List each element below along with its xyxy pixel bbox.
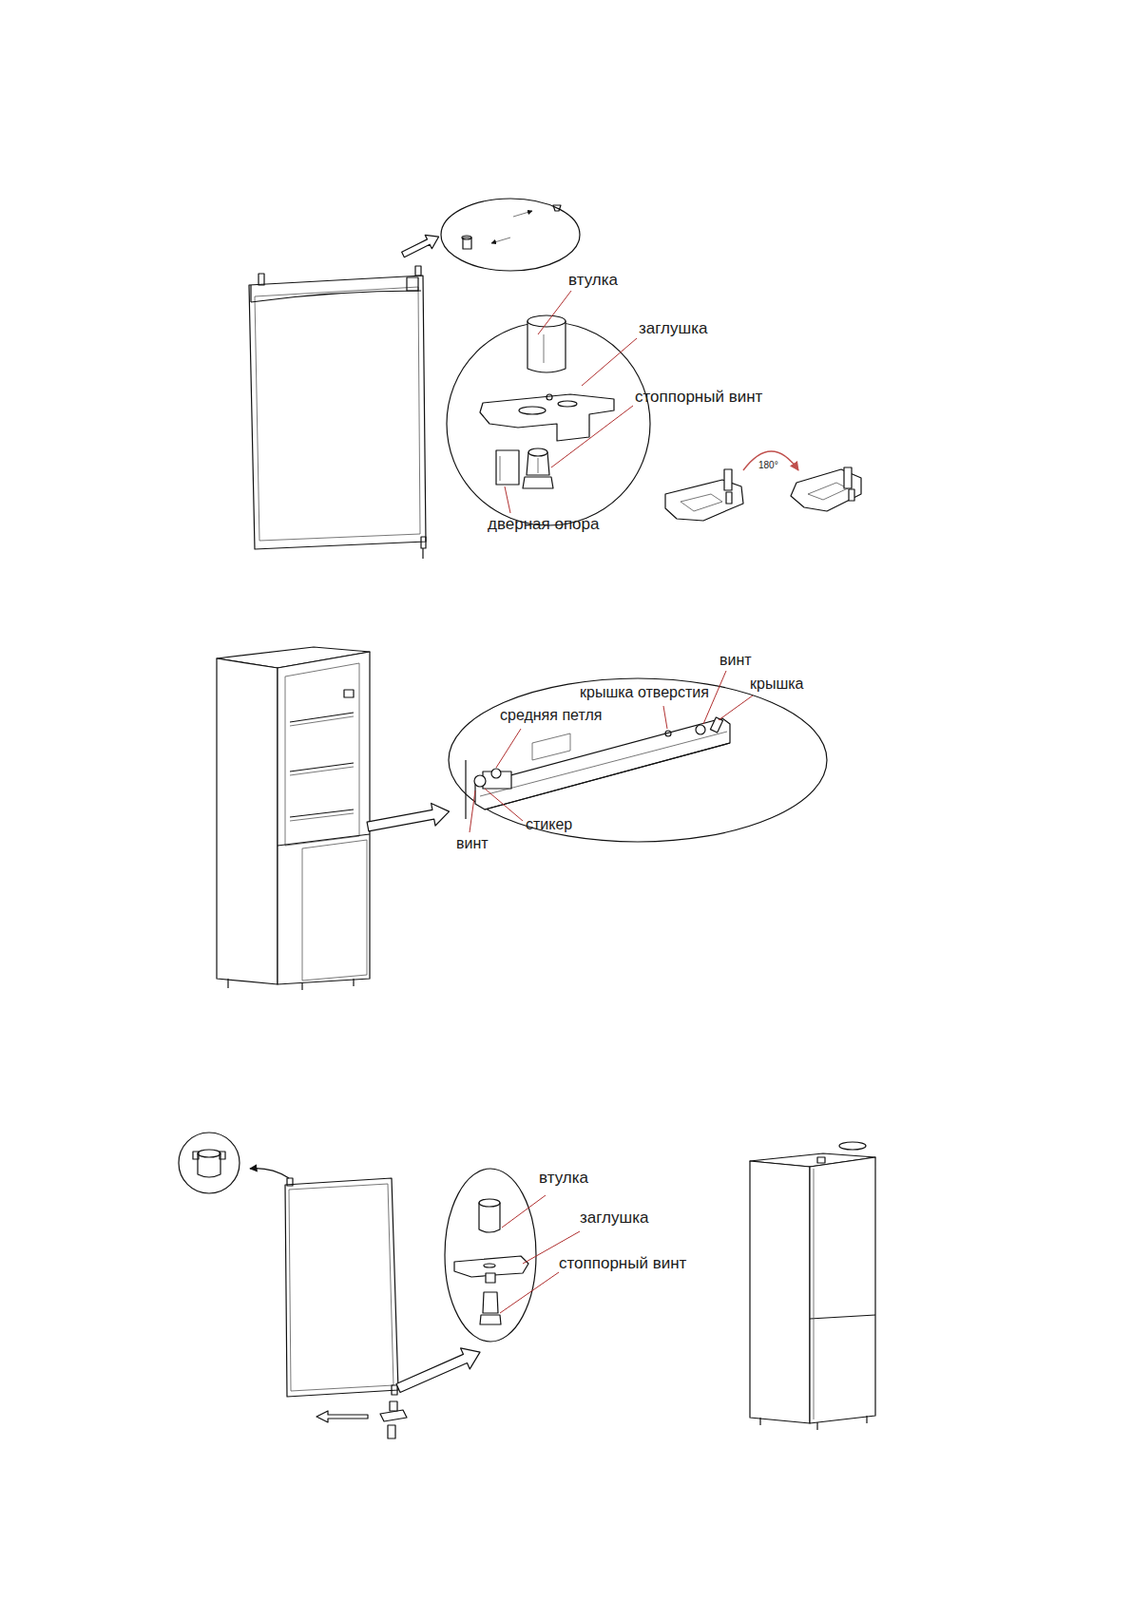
- part-label: винт: [456, 835, 489, 853]
- part-label: стоппорный винт: [634, 388, 763, 407]
- part-label: заглушка: [638, 320, 708, 339]
- detail-ellipse-lower: [444, 1169, 537, 1343]
- part-label: стоппорный винт: [558, 1255, 687, 1274]
- pointer-arrow: [365, 800, 452, 838]
- pointer-arrow: [399, 230, 442, 262]
- fridge-open-figure: [216, 647, 370, 991]
- direction-arrow: [316, 1411, 368, 1423]
- part-label: заглушка: [579, 1209, 649, 1228]
- part-label: крышка: [749, 675, 804, 693]
- part-label: втулка: [568, 271, 618, 290]
- door-figure-lower: [285, 1178, 407, 1439]
- part-label: винт: [719, 652, 752, 670]
- fridge-closed-figure: [749, 1142, 876, 1431]
- rotation-angle: 180°: [758, 460, 779, 471]
- hinge-rotation: [665, 451, 862, 521]
- pointer-arrow: [393, 1342, 485, 1400]
- part-label: дверная опора: [487, 516, 599, 535]
- part-label: втулка: [538, 1170, 589, 1189]
- detail-ellipse-middle-hinge: [448, 678, 827, 843]
- part-label: крышка отверстия: [579, 684, 710, 702]
- detail-circle-hinge: [446, 315, 651, 526]
- door-figure: [249, 266, 426, 559]
- part-label: средняя петля: [499, 707, 602, 725]
- detail-ellipse-top: [441, 198, 580, 271]
- bushing-detail: [178, 1132, 289, 1194]
- part-label: стикер: [525, 816, 573, 834]
